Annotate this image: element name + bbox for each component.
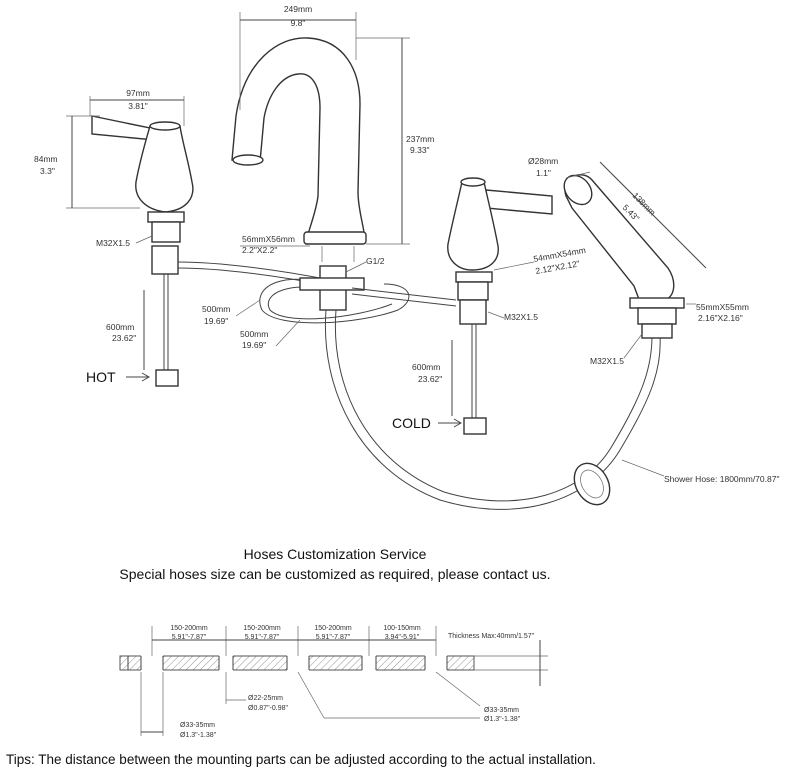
supply-left-in: 23.62" (112, 333, 136, 343)
mounting-hole (361, 654, 377, 672)
spacing-2-mm: 150-200mm (243, 625, 281, 632)
mounting-hole (218, 654, 234, 672)
hole-small-mm: Ø22-25mm (248, 695, 283, 702)
shower-base-mm: 55mmX55mm (696, 302, 749, 312)
hot-label: HOT (86, 369, 116, 385)
spout-base-dimension: 56mmX56mm 2.2"X2.2" (240, 234, 310, 255)
handle-width-in: 3.81" (128, 101, 148, 111)
hole-left-mm: Ø33-35mm (180, 722, 215, 729)
supply-right-dimension: 600mm 23.62" (412, 340, 453, 416)
hot-arrow-icon (126, 372, 151, 382)
cold-handle (447, 177, 553, 435)
service-title: Hoses Customization Service (243, 546, 427, 562)
spout-height-in: 9.33" (410, 145, 430, 155)
valve-and-hoses: G1/2 (177, 256, 457, 324)
mounting-diagram: 150-200mm 5.91"-7.87" 150-200mm 5.91"-7.… (119, 625, 548, 739)
sprayer-dia-in: 1.1" (536, 168, 551, 178)
shower-base-dimension: 55mmX55mm 2.16"X2.16" (686, 302, 749, 323)
hole-left-in: Ø1.3"-1.38" (180, 732, 217, 739)
handle-width-dimension: 97mm 3.81" (89, 88, 185, 126)
hole-small-in: Ø0.87"-0.98" (248, 705, 289, 712)
sprayer-dia-mm: Ø28mm (528, 156, 558, 166)
supply-left-mm: 600mm (106, 322, 134, 332)
tips-text: Tips: The distance between the mounting … (6, 752, 596, 767)
hose1-in: 19.69" (204, 316, 228, 326)
hot-handle (91, 115, 194, 387)
handle-width-mm: 97mm (126, 88, 150, 98)
spout (231, 37, 367, 262)
thread-right-label: M32X1.5 (504, 312, 538, 322)
hose2-mm: 500mm (240, 329, 268, 339)
hose2-in: 19.69" (242, 340, 266, 350)
mounting-hole (286, 654, 310, 672)
spout-height-dimension: 237mm 9.33" (356, 37, 434, 245)
spacing-4-mm: 100-150mm (383, 625, 421, 632)
hole-right-in: Ø1.3"-1.38" (484, 716, 521, 723)
g-thread-label: G1/2 (366, 256, 385, 266)
mounting-hole (140, 654, 164, 672)
sprayer-diameter-dimension: Ø28mm 1.1" (528, 156, 591, 179)
thickness-label: Thickness Max:40mm/1.57" (448, 633, 535, 640)
service-subtitle: Special hoses size can be customized as … (119, 566, 551, 582)
hose1-mm: 500mm (202, 304, 230, 314)
handle-height-dimension: 84mm 3.3" (34, 115, 140, 209)
spacing-1-mm: 150-200mm (170, 625, 208, 632)
thread-left-label: M32X1.5 (96, 238, 130, 248)
cold-base-dimension: 54mmX54mm 2.12"X2.12" (493, 245, 586, 276)
supply-left-dimension: 600mm 23.62" (106, 290, 145, 370)
cold-arrow-icon (438, 418, 463, 428)
supply-right-in: 23.62" (418, 374, 442, 384)
spacing-3-in: 5.91"-7.87" (316, 634, 351, 641)
handle-height-mm: 84mm (34, 154, 58, 164)
spacing-3-mm: 150-200mm (314, 625, 352, 632)
spacing-2-in: 5.91"-7.87" (245, 634, 280, 641)
shower-hose-label: Shower Hose: 1800mm/70.87" (664, 474, 779, 484)
supply-right-mm: 600mm (412, 362, 440, 372)
hand-shower (563, 174, 685, 339)
shower-base-in: 2.16"X2.16" (698, 313, 743, 323)
hose-dimensions: 500mm 19.69" 500mm 19.69" (202, 299, 301, 350)
hole-right-mm: Ø33-35mm (484, 707, 519, 714)
spout-width-mm: 249mm (284, 4, 312, 14)
spout-width-in: 9.8" (291, 18, 306, 28)
spout-base-in: 2.2"X2.2" (242, 245, 277, 255)
shower-hose: Shower Hose: 1800mm/70.87" (324, 309, 779, 510)
cold-label: COLD (392, 415, 431, 431)
thread-shower-label: M32X1.5 (590, 356, 624, 366)
handle-height-in: 3.3" (40, 166, 55, 176)
spacing-4-in: 3.94"-5.91" (385, 634, 420, 641)
mounting-hole (424, 654, 448, 672)
spout-width-dimension: 249mm 9.8" (239, 4, 357, 110)
spout-height-mm: 237mm (406, 134, 434, 144)
spacing-1-in: 5.91"-7.87" (172, 634, 207, 641)
spout-base-mm: 56mmX56mm (242, 234, 295, 244)
